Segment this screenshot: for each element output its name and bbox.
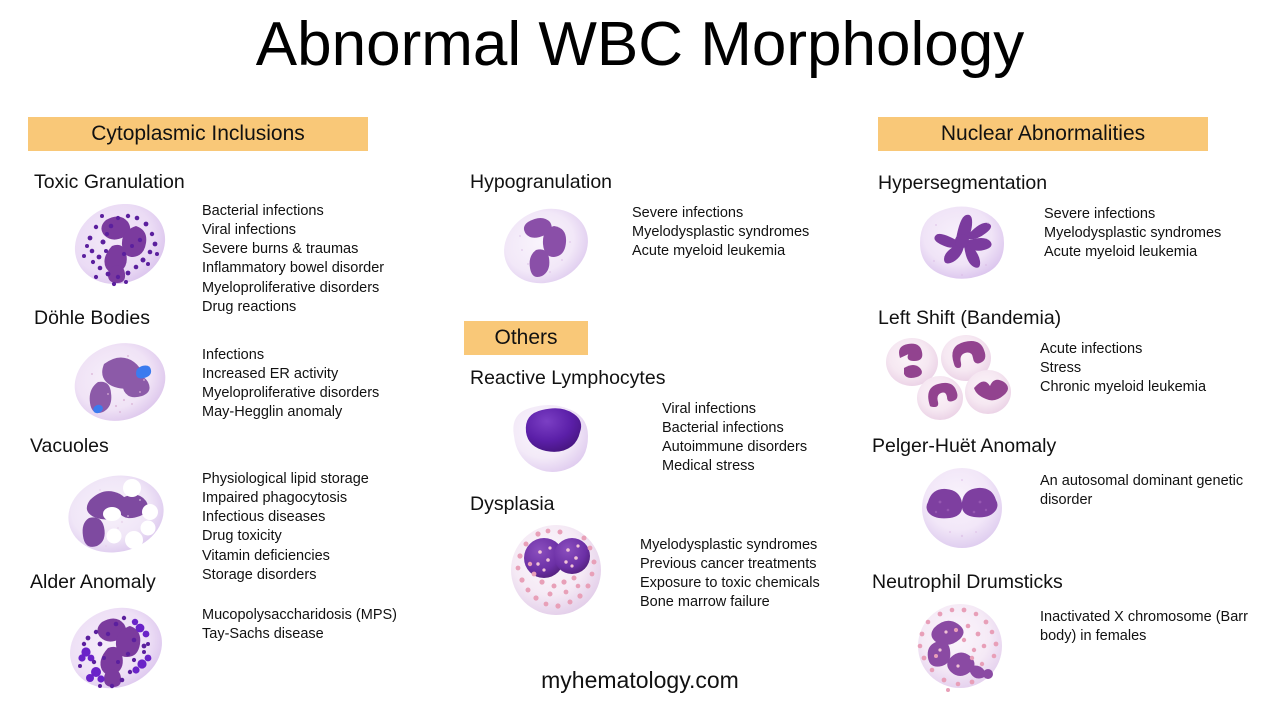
cause-item: Infections — [202, 347, 265, 363]
entry-hypogranulation: Hypogranulation — [470, 171, 809, 284]
cause-item: Inactivated X chromosome (Barr body) in … — [1040, 609, 1248, 645]
causes-list: Mucopolysaccharidosis (MPS) Tay-Sachs di… — [202, 606, 397, 644]
entry-neutrophil-drumsticks: Neutrophil Drumsticks — [872, 571, 1248, 692]
vacuoles-cell — [56, 460, 181, 565]
entry-toxic-granulation: Toxic Granulation — [34, 171, 384, 315]
neutrophil-drumstick-cell — [906, 596, 1016, 696]
hypersegmentation-cell — [910, 197, 1015, 292]
cause-item: Bacterial infections — [202, 203, 324, 219]
cause-item: Medical stress — [662, 458, 755, 475]
entry-left-shift: Left Shift (Bandemia) — [878, 307, 1206, 420]
cause-item: Physiological lipid storage — [202, 471, 369, 487]
section-banner-nuclear-abnormalities: Nuclear Abnormalities — [878, 117, 1208, 151]
section-banner-others: Others — [464, 321, 588, 355]
hypogranulation-cell — [492, 198, 602, 293]
cause-item: Viral infections — [662, 401, 757, 417]
cause-item: Tay-Sachs disease — [202, 626, 324, 643]
cause-item: Bacterial infections — [662, 420, 784, 437]
cause-item: Chronic myeloid leukemia — [1040, 379, 1207, 396]
page-title: Abnormal WBC Morphology — [255, 10, 1025, 79]
causes-list: Acute infections Stress Chronic myeloid … — [1040, 340, 1206, 397]
causes-list: Viral infections Bacterial infections Au… — [662, 400, 807, 477]
cause-item: Drug reactions — [202, 298, 297, 315]
cause-item: Exposure to toxic chemicals — [640, 575, 820, 592]
section-banner-cytoplasmic-inclusions: Cytoplasmic Inclusions — [28, 117, 368, 151]
cause-item: Viral infections — [202, 222, 297, 239]
dohle-bodies-cell — [62, 330, 182, 430]
reactive-lymphocyte-cell — [498, 392, 608, 487]
causes-list: An autosomal dominant genetic disorder — [1040, 472, 1268, 510]
entry-title: Döhle Bodies — [34, 307, 150, 329]
alder-anomaly-cell — [56, 596, 181, 701]
entry-title: Dysplasia — [470, 493, 555, 515]
cause-item: May-Hegglin anomaly — [202, 404, 343, 421]
cause-item: Drug toxicity — [202, 528, 282, 545]
cause-item: Stress — [1040, 360, 1082, 377]
entry-title: Pelger-Huët Anomaly — [872, 435, 1057, 457]
pelger-huet-cell — [910, 462, 1015, 557]
entry-title: Hypersegmentation — [878, 172, 1048, 194]
entry-title: Hypogranulation — [470, 171, 613, 193]
dysplasia-cell — [500, 516, 618, 621]
causes-list: Physiological lipid storage Impaired pha… — [202, 470, 369, 585]
toxic-granulation-cell — [62, 194, 182, 294]
section-banner-label: Others — [494, 326, 558, 349]
causes-list: Infections Increased ER activity Myelopr… — [202, 346, 379, 423]
entry-alder-anomaly: Alder Anomaly — [30, 571, 397, 689]
cause-item: An autosomal dominant genetic disorder — [1040, 473, 1244, 509]
left-shift-cells — [882, 334, 1011, 434]
cause-item: Increased ER activity — [202, 366, 339, 383]
cause-item: Myelodysplastic syndromes — [640, 537, 818, 553]
cause-item: Inflammatory bowel disorder — [202, 260, 385, 277]
cause-item: Acute myeloid leukemia — [1044, 244, 1198, 261]
cause-item: Myeloproliferative disorders — [202, 385, 380, 402]
cause-item: Infectious diseases — [202, 509, 326, 526]
section-banner-label: Cytoplasmic Inclusions — [91, 122, 305, 145]
cause-item: Mucopolysaccharidosis (MPS) — [202, 607, 398, 623]
causes-list: Inactivated X chromosome (Barr body) in … — [1040, 608, 1272, 646]
cause-item: Severe infections — [1044, 206, 1156, 222]
cause-item: Storage disorders — [202, 566, 317, 583]
cause-item: Impaired phagocytosis — [202, 490, 348, 507]
causes-list: Bacterial infections Viral infections Se… — [202, 202, 384, 317]
causes-list: Severe infections Myelodysplastic syndro… — [1044, 205, 1221, 262]
entry-hypersegmentation: Hypersegmentation — [878, 172, 1221, 279]
entry-title: Neutrophil Drumsticks — [872, 571, 1063, 593]
cause-item: Myeloproliferative disorders — [202, 279, 380, 296]
entry-reactive-lymphocytes: Reactive Lymphocytes — [470, 367, 807, 474]
footer-watermark: myhematology.com — [541, 667, 739, 693]
cause-item: Severe infections — [632, 205, 744, 221]
entry-title: Vacuoles — [30, 435, 109, 457]
cause-item: Bone marrow failure — [640, 594, 770, 611]
cause-item: Vitamin deficiencies — [202, 547, 330, 564]
causes-list: Myelodysplastic syndromes Previous cance… — [640, 536, 820, 613]
entry-title: Left Shift (Bandemia) — [878, 307, 1062, 329]
cause-item: Acute myeloid leukemia — [632, 243, 786, 260]
cause-item: Previous cancer treatments — [640, 556, 817, 573]
entry-title: Toxic Granulation — [34, 171, 185, 193]
section-banner-label: Nuclear Abnormalities — [940, 122, 1146, 145]
cause-item: Myelodysplastic syndromes — [632, 224, 810, 241]
causes-list: Severe infections Myelodysplastic syndro… — [632, 204, 809, 261]
entry-pelger-huet-anomaly: Pelger-Huët Anomaly — [872, 435, 1243, 548]
entry-title: Alder Anomaly — [30, 571, 156, 593]
entry-title: Reactive Lymphocytes — [470, 367, 666, 389]
entry-dohle-bodies: Döhle Bodies — [34, 307, 379, 421]
cause-item: Acute infections — [1040, 341, 1143, 357]
entry-vacuoles: Vacuoles — [30, 435, 369, 583]
entry-dysplasia: Dysplasia — [470, 493, 820, 615]
cause-item: Myelodysplastic syndromes — [1044, 225, 1222, 242]
cause-item: Autoimmune disorders — [662, 439, 808, 456]
cause-item: Severe burns & traumas — [202, 241, 359, 258]
